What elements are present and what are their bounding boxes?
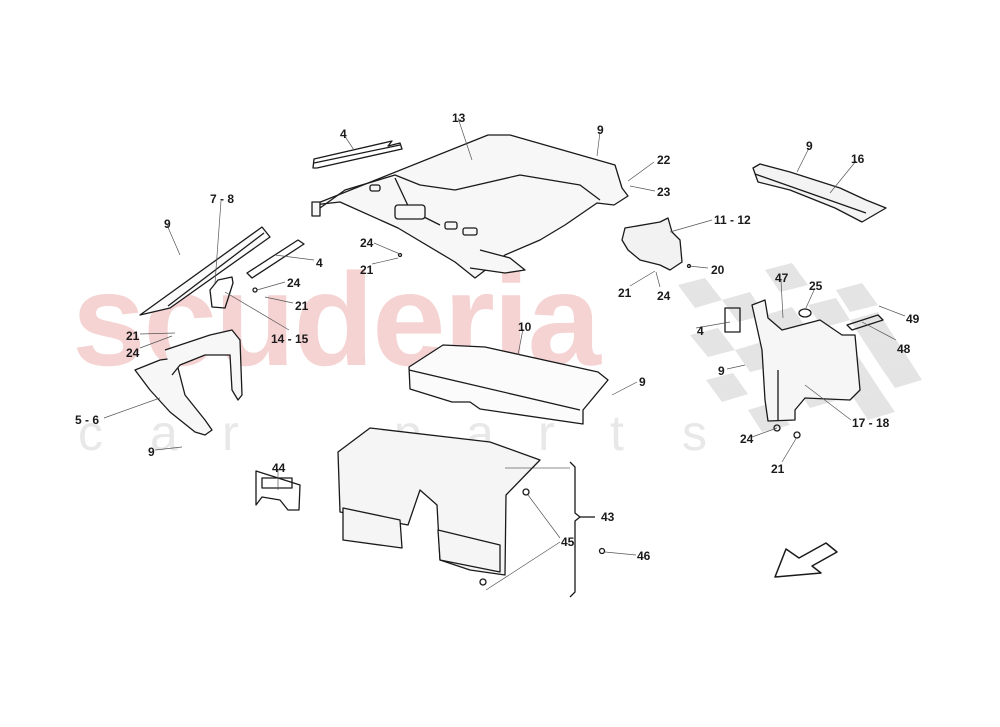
label-24: 24: [657, 289, 671, 303]
label-45: 45: [561, 535, 575, 549]
label-9: 9: [148, 445, 155, 459]
part-10-parcel-shelf: [408, 344, 609, 425]
label-22: 22: [657, 153, 671, 167]
label-4: 4: [340, 127, 347, 141]
part-4-small-strip: [246, 239, 305, 279]
part-13-headliner: [311, 134, 629, 279]
label-20: 20: [711, 263, 725, 277]
part-16-rear-header: [752, 163, 887, 223]
part-48-bracket: [846, 314, 884, 331]
label-11-12: 11 - 12: [714, 213, 751, 227]
label-25: 25: [809, 279, 823, 293]
label-24: 24: [287, 276, 301, 290]
label-48: 48: [897, 342, 911, 356]
label-49: 49: [906, 312, 920, 326]
label-16: 16: [851, 152, 865, 166]
part-4-top-strip: [312, 140, 403, 169]
bracket-43: [569, 461, 581, 598]
label-10: 10: [518, 320, 532, 334]
label-23: 23: [657, 185, 671, 199]
label-21: 21: [771, 462, 785, 476]
label-17-18: 17 - 18: [852, 416, 890, 430]
label-9: 9: [597, 123, 604, 137]
label-5-6: 5 - 6: [75, 413, 100, 427]
label-46: 46: [637, 549, 651, 563]
label-44: 44: [272, 461, 286, 475]
part-25-cap: [798, 308, 812, 318]
part-17-18-c-pillar-panel: [751, 299, 861, 422]
label-21: 21: [360, 263, 374, 277]
label-4: 4: [316, 256, 323, 270]
label-9: 9: [164, 217, 171, 231]
label-14-15: 14 - 15: [271, 332, 309, 346]
label-9: 9: [806, 139, 813, 153]
label-24: 24: [360, 236, 374, 250]
part-44-frame: [255, 470, 301, 511]
part-5-6-wheel-arch: [134, 329, 243, 436]
label-4: 4: [697, 324, 704, 338]
label-43: 43: [601, 510, 615, 524]
leader-lines: [103, 117, 906, 591]
label-24: 24: [126, 346, 140, 360]
label-7-8: 7 - 8: [210, 192, 235, 206]
label-9: 9: [718, 364, 725, 378]
label-47: 47: [775, 271, 789, 285]
part-4-clip-plate: [724, 307, 741, 333]
part-43-bulkhead-trim: [337, 427, 541, 576]
label-13: 13: [452, 111, 466, 125]
label-24: 24: [740, 432, 754, 446]
part-11-12: [621, 217, 683, 271]
part-14-15: [209, 276, 234, 309]
label-21: 21: [126, 329, 140, 343]
label-21: 21: [295, 299, 309, 313]
label-9: 9: [639, 375, 646, 389]
front-direction-arrow: [774, 542, 838, 578]
label-21: 21: [618, 286, 632, 300]
